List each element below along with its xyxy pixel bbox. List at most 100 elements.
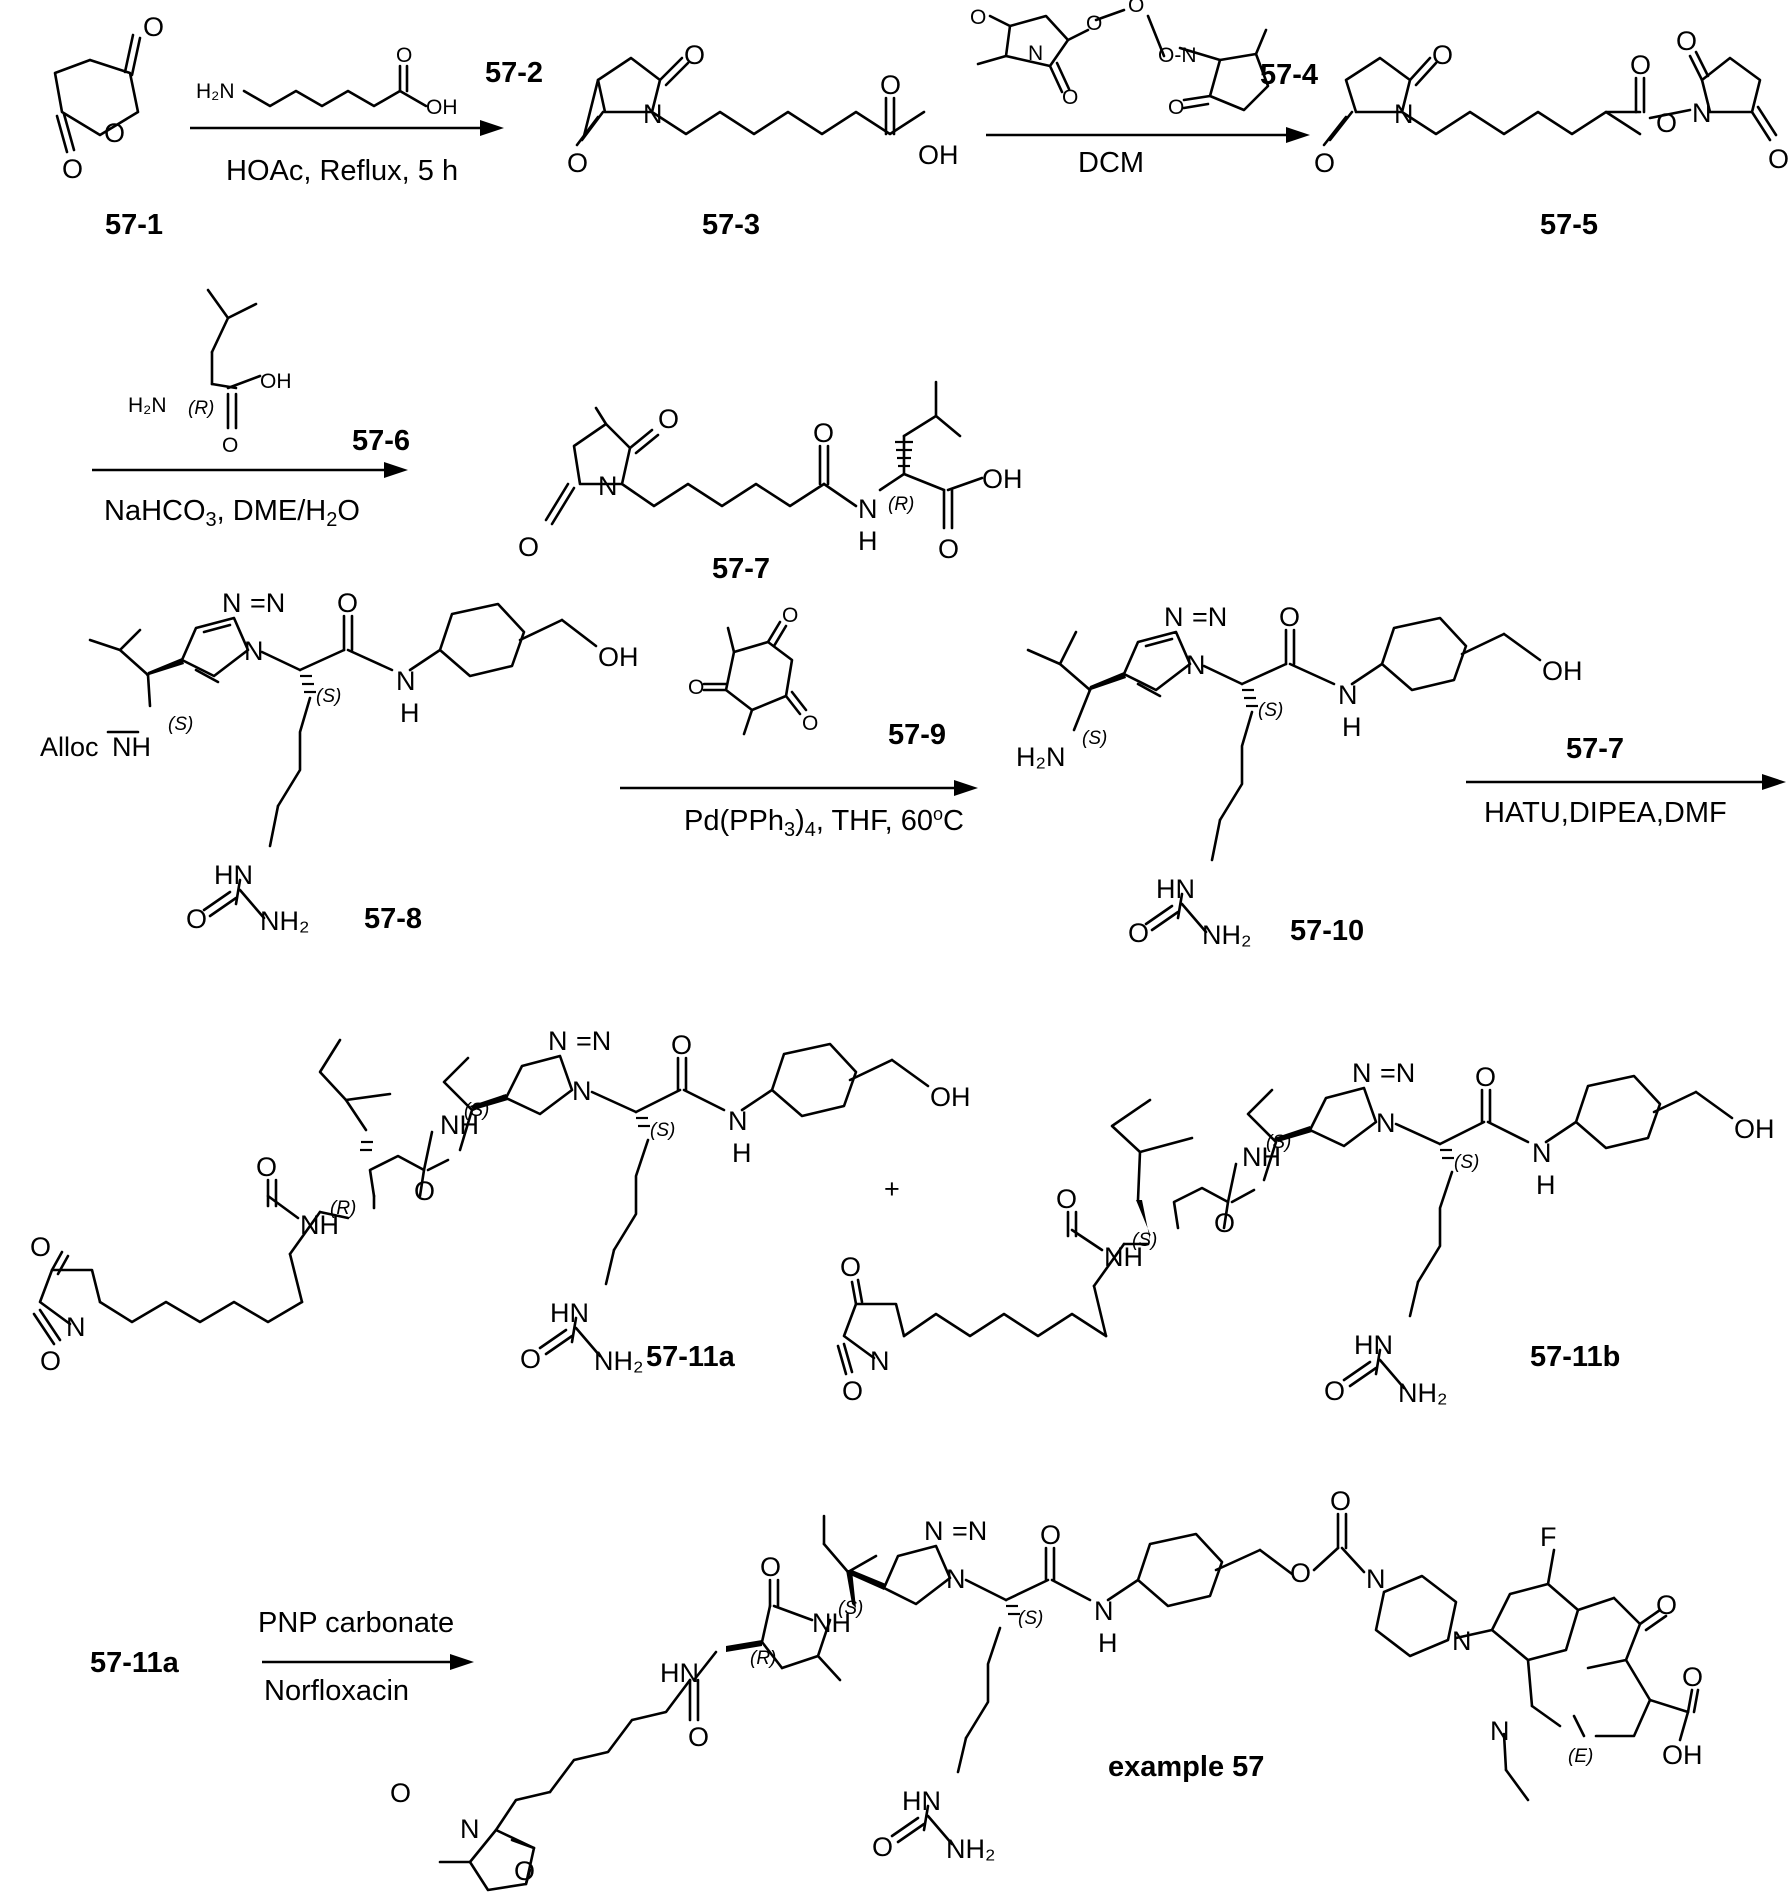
- label-57-7: 57-7: [712, 553, 770, 585]
- svg-text:OH: OH: [930, 1082, 971, 1112]
- svg-text:N: N: [598, 471, 618, 501]
- svg-text:HN: HN: [902, 1786, 941, 1816]
- svg-text:N: N: [643, 99, 663, 129]
- svg-text:=N: =N: [952, 1516, 987, 1546]
- svg-text:O: O: [1432, 40, 1453, 70]
- svg-text:O: O: [688, 1722, 709, 1752]
- svg-text:(S): (S): [1258, 700, 1283, 721]
- svg-text:O: O: [30, 1232, 51, 1262]
- svg-text:H₂N: H₂N: [128, 394, 166, 417]
- structure-57-5: O O O O N N O O: [1314, 26, 1789, 178]
- svg-text:O: O: [337, 588, 358, 618]
- svg-text:O: O: [1682, 1662, 1703, 1692]
- label-57-9: 57-9: [888, 719, 946, 751]
- arrow-step3: [92, 462, 408, 478]
- svg-text:N: N: [946, 1564, 966, 1594]
- svg-text:N: N: [1186, 650, 1206, 680]
- label-57-1: 57-1: [105, 209, 163, 241]
- svg-text:OH: OH: [1542, 656, 1583, 686]
- svg-text:H: H: [1536, 1170, 1556, 1200]
- conditions-step3: NaHCO3, DME/H2O: [104, 495, 360, 531]
- svg-text:=N: =N: [1192, 602, 1227, 632]
- label-57-11a-start: 57-11a: [90, 1647, 180, 1679]
- svg-text:H₂N: H₂N: [1016, 742, 1065, 772]
- svg-text:=N: =N: [576, 1026, 611, 1056]
- conditions-step6-line2: Norfloxacin: [264, 1675, 409, 1707]
- structure-57-1: O O O: [55, 12, 164, 184]
- svg-text:N: N: [924, 1516, 944, 1546]
- svg-text:N: N: [858, 494, 878, 524]
- conditions-step4: Pd(PPh3)4, THF, 60oC: [684, 804, 964, 841]
- svg-text:N: N: [66, 1312, 86, 1342]
- svg-text:O: O: [1128, 918, 1149, 948]
- conditions-step2: DCM: [1078, 147, 1144, 179]
- svg-text:O: O: [520, 1344, 541, 1374]
- label-57-6: 57-6: [352, 425, 410, 457]
- label-57-4: 57-4: [1260, 59, 1318, 91]
- svg-text:F: F: [1540, 1522, 1557, 1552]
- svg-text:O: O: [62, 154, 83, 184]
- svg-text:OH: OH: [918, 140, 959, 170]
- structure-57-3: O OH O O N: [567, 40, 959, 178]
- svg-text:O: O: [186, 904, 207, 934]
- svg-text:O: O: [1475, 1062, 1496, 1092]
- svg-text:(R): (R): [750, 1648, 776, 1669]
- label-57-11a: 57-11a: [646, 1341, 736, 1373]
- svg-text:O: O: [414, 1176, 435, 1206]
- svg-text:(R): (R): [330, 1198, 356, 1219]
- svg-text:H: H: [858, 526, 878, 556]
- svg-text:O: O: [802, 712, 818, 735]
- svg-text:O: O: [1324, 1376, 1345, 1406]
- structure-57-6: H₂N (R) OH O: [128, 290, 292, 457]
- svg-text:O: O: [40, 1346, 61, 1376]
- svg-text:H₂N: H₂N: [196, 80, 234, 103]
- structure-57-9: O O O: [688, 604, 818, 735]
- svg-text:O: O: [567, 148, 588, 178]
- svg-text:O: O: [1768, 144, 1789, 174]
- structure-57-11b: N =N N O N O O NH (S) O NH (S) (S) O N H…: [838, 1058, 1775, 1408]
- svg-text:(R): (R): [188, 398, 214, 419]
- conditions-step6-line1: PNP carbonate: [258, 1607, 454, 1639]
- svg-text:O: O: [1656, 1590, 1677, 1620]
- svg-text:(S): (S): [1018, 1608, 1043, 1629]
- svg-text:O: O: [938, 534, 959, 564]
- svg-text:N: N: [1376, 1108, 1396, 1138]
- svg-text:H: H: [1098, 1628, 1118, 1658]
- svg-text:O: O: [658, 404, 679, 434]
- svg-text:O: O: [1656, 108, 1677, 138]
- svg-text:O: O: [1168, 96, 1184, 119]
- arrow-step2: [986, 127, 1310, 143]
- arrow-step1: [190, 120, 504, 136]
- svg-text:NH: NH: [112, 732, 151, 762]
- svg-text:(S): (S): [1082, 728, 1107, 749]
- svg-text:O: O: [1214, 1208, 1235, 1238]
- svg-text:(R): (R): [888, 494, 914, 515]
- svg-text:N: N: [222, 588, 242, 618]
- svg-text:Alloc: Alloc: [40, 732, 99, 762]
- svg-text:H: H: [732, 1138, 752, 1168]
- svg-text:HN: HN: [660, 1658, 699, 1688]
- svg-text:O: O: [782, 604, 798, 627]
- svg-text:N: N: [1338, 680, 1358, 710]
- svg-text:O: O: [813, 418, 834, 448]
- svg-text:N: N: [244, 636, 264, 666]
- svg-text:O: O: [1630, 50, 1651, 80]
- svg-text:(S): (S): [838, 1598, 863, 1619]
- svg-text:O: O: [143, 12, 164, 42]
- svg-text:OH: OH: [426, 96, 458, 119]
- svg-text:(S): (S): [1132, 1230, 1157, 1251]
- svg-text:O: O: [760, 1552, 781, 1582]
- label-57-11b: 57-11b: [1530, 1341, 1620, 1373]
- svg-text:O: O: [684, 40, 705, 70]
- svg-text:H: H: [1342, 712, 1362, 742]
- arrow-step5: [1466, 774, 1786, 790]
- svg-text:H: H: [400, 698, 420, 728]
- svg-text:O: O: [1056, 1184, 1077, 1214]
- svg-text:O: O: [1330, 1486, 1351, 1516]
- reagent-57-7: 57-7: [1566, 733, 1624, 765]
- svg-text:N: N: [870, 1346, 890, 1376]
- svg-text:OH: OH: [1734, 1114, 1775, 1144]
- svg-text:O: O: [1290, 1558, 1311, 1588]
- svg-text:N: N: [1094, 1596, 1114, 1626]
